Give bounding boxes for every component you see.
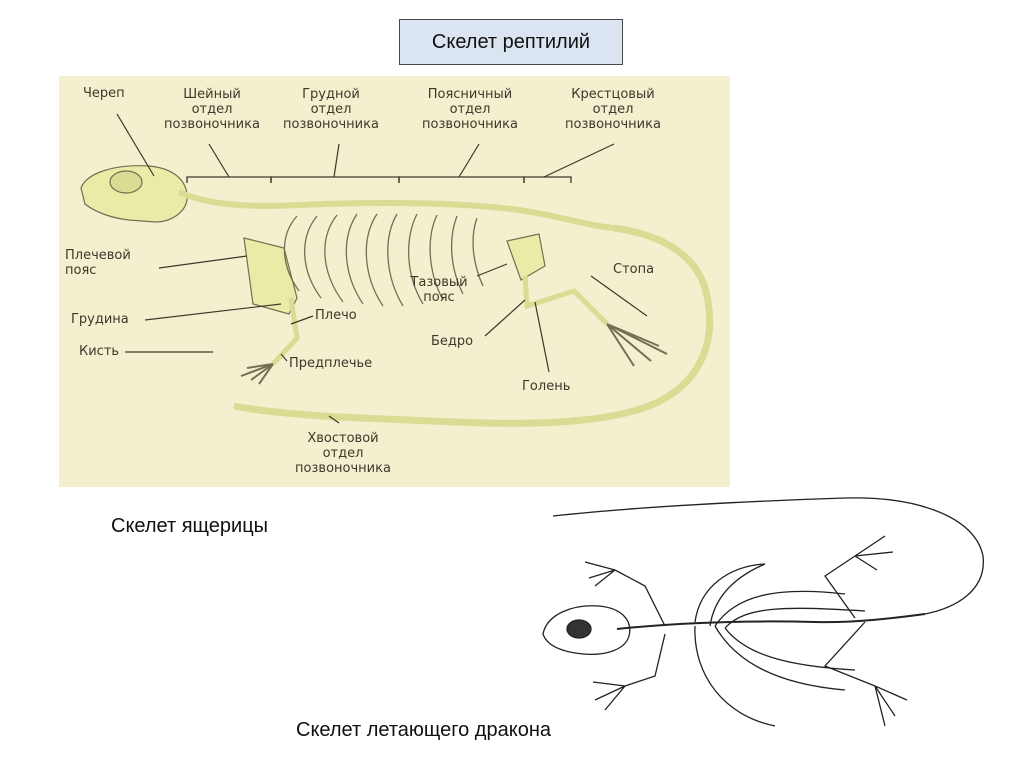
front-hand — [240, 363, 274, 385]
hind-foot — [606, 323, 668, 367]
label-lumbar-section: Поясничный отдел позвоночника — [422, 87, 518, 132]
sacral-bracket — [523, 176, 572, 183]
label-skull: Череп — [83, 86, 125, 101]
dragon-front-limb-lower — [592, 633, 666, 711]
caption-flying-dragon-skeleton: Скелет летающего дракона — [296, 719, 551, 741]
label-hand: Кисть — [79, 344, 120, 359]
spine — [177, 189, 615, 231]
label-thoracic-section: Грудной отдел позвоночника — [283, 87, 379, 132]
pelvic-girdle-shape — [506, 233, 546, 281]
dragon-hind-limb-lower — [823, 621, 908, 727]
dragon-tail — [552, 497, 984, 615]
wing-rib-4 — [724, 627, 856, 671]
label-humerus: Плечо — [315, 308, 357, 323]
leader-lines — [116, 113, 648, 424]
dragon-eye-socket — [566, 619, 592, 639]
wing-membrane-bottom — [694, 625, 776, 727]
label-sternum: Грудина — [71, 312, 129, 327]
wing-membrane-top — [694, 563, 766, 627]
caption-lizard-skeleton: Скелет ящерицы — [111, 515, 269, 537]
wing-rib-1 — [714, 590, 846, 627]
dragon-hind-limb-upper — [824, 535, 894, 619]
label-sacral-section: Крестцовый отдел позвоночника — [565, 87, 661, 132]
lumbar-bracket — [398, 176, 525, 183]
ribs — [283, 213, 484, 307]
tail-spine — [233, 224, 714, 427]
cervical-bracket — [186, 176, 272, 183]
dragon-skull — [542, 605, 631, 656]
hind-limb — [522, 275, 609, 326]
label-forearm: Предплечье — [289, 356, 373, 371]
label-foot: Стопа — [613, 262, 655, 277]
eye-socket — [109, 170, 143, 194]
flying-dragon-skeleton-drawing — [542, 497, 984, 727]
thoracic-bracket — [270, 176, 400, 183]
bones — [80, 165, 714, 427]
label-cervical-section: Шейный отдел позвоночника — [164, 87, 260, 132]
dragon-front-limb-upper — [584, 561, 666, 627]
wing-rib-3 — [714, 625, 846, 691]
wing-rib-2 — [724, 607, 866, 629]
shoulder-girdle-shape — [243, 237, 298, 315]
label-caudal-section: Хвостовой отдел позвоночника — [295, 431, 391, 476]
label-shin: Голень — [522, 379, 571, 394]
slide-title: Скелет рептилий — [399, 19, 623, 65]
front-limb — [271, 297, 300, 366]
label-pelvic-girdle: Тазовый пояс — [410, 275, 468, 305]
dragon-spine — [616, 613, 926, 630]
lizard-skeleton-drawing — [80, 113, 714, 427]
label-femur: Бедро — [431, 334, 474, 349]
bracket-lines — [186, 176, 572, 183]
label-shoulder-girdle: Плечевой пояс — [65, 248, 131, 278]
lizard-skeleton-diagram: Череп Шейный отдел позвоночника Грудной … — [59, 76, 730, 487]
